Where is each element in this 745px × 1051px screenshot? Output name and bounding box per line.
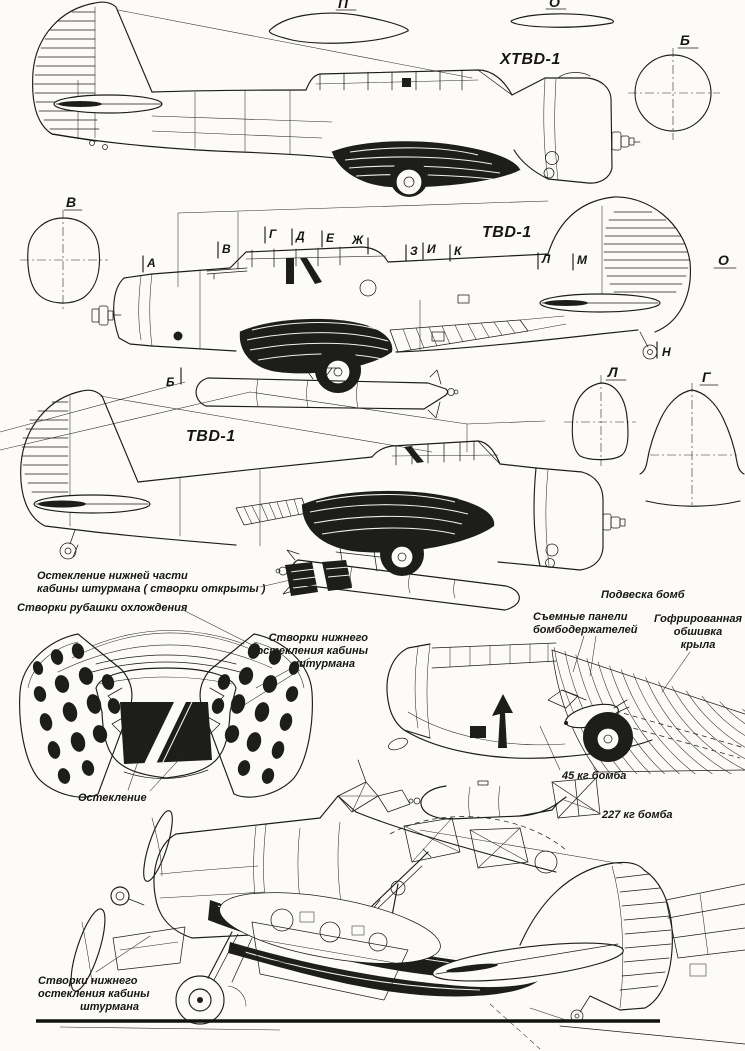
- annotation-nav-glazing: Створки нижнего остекления кабины штурма…: [232, 632, 369, 713]
- station-label-z: З: [410, 244, 418, 258]
- annotation-panels-line1: Съемные панели: [533, 611, 628, 623]
- right-wing: [665, 883, 745, 977]
- machine-gun: [371, 848, 432, 917]
- rudder-stripes-third: [21, 401, 69, 502]
- station-label-b: Б: [166, 375, 175, 389]
- bomb-227kg: 227 кг бомба: [408, 777, 673, 821]
- annotation-cooling-flaps: Створки рубашки охлождения: [17, 602, 263, 651]
- annotation-glazing-text: Остекление: [78, 792, 147, 804]
- station-ticks: [142, 226, 658, 385]
- section-label-o-right: О: [718, 252, 729, 268]
- right-perforated-flap: [199, 633, 313, 798]
- section-label-p: П: [338, 0, 349, 11]
- station-label-l: Л: [541, 252, 551, 266]
- annotation-bomb-mount: Подвеска бомб: [601, 589, 686, 601]
- station-label-k: К: [454, 244, 463, 258]
- annotation-nav-glazing-line1: Створки нижнего: [269, 632, 369, 644]
- torpedo-third: [275, 547, 520, 611]
- annotation-cooling-flaps-text: Створки рубашки охлождения: [17, 602, 188, 614]
- station-label-v: В: [222, 242, 231, 256]
- rudder-stripes-bottom: [615, 873, 672, 991]
- section-p-airfoil: П: [268, 0, 409, 44]
- open-belly-flaps: [285, 560, 352, 596]
- section-label-o-top: О: [549, 0, 560, 10]
- section-o-right-label: О: [713, 252, 737, 269]
- station-label-n: Н: [662, 345, 671, 359]
- section-g-shape: Г: [639, 369, 745, 507]
- annotation-bottom-glazing-line1: Створки нижнего: [38, 975, 138, 987]
- section-b-fuselage-circle: Б: [628, 32, 720, 140]
- rudder-stripes-middle: [603, 211, 690, 293]
- section-v-fuselage: В: [20, 194, 108, 312]
- annotation-glazing: Остекление: [78, 751, 187, 804]
- third-title: TBD-1: [186, 428, 236, 445]
- main-landing-gear: [175, 931, 253, 1025]
- flap-ribs: [402, 320, 516, 351]
- attachment-arrow: [492, 694, 513, 748]
- annotation-bomb227: 227 кг бомба: [601, 809, 673, 821]
- station-label-g: Г: [269, 227, 277, 241]
- annotation-corrugated-line2: обшивка: [674, 626, 723, 638]
- propeller-hub-third: [602, 513, 626, 531]
- annotation-nav-glazing-line2: остекления кабины: [256, 645, 368, 657]
- station-label-d: Д: [295, 229, 305, 243]
- propeller-hub: [611, 131, 641, 151]
- bomb-installation-detail: Подвеска бомб Съемные панели бомбодержат…: [386, 589, 745, 782]
- tbd1-perspective-view: Створки нижнего остекления кабины штурма…: [36, 759, 745, 1050]
- annotation-bottom-glazing-line2: остекления кабины: [38, 988, 150, 1000]
- station-label-m: М: [577, 253, 588, 267]
- top-title: XTBD-1: [499, 51, 561, 68]
- canopy-frames: [319, 69, 463, 91]
- annotation-lower-glazing-line1: Остекление нижней части: [37, 570, 188, 582]
- annotation-corrugated-line3: крыла: [681, 639, 716, 651]
- tbd1-third-side-view: TBD-1: [0, 381, 626, 611]
- station-label-a: А: [146, 256, 156, 270]
- annotation-bottom-glazing-line3: штурмана: [80, 1001, 139, 1013]
- annotation-lower-glazing: Остекление нижней части кабины штурмана …: [37, 570, 300, 595]
- tbd1-middle-side-view: А В Г Д Е Ж З И К Л М Н Б TBD-1 О: [91, 196, 737, 419]
- propeller: [70, 810, 173, 992]
- annotation-panels-line2: бомбодержателей: [533, 624, 638, 636]
- xtbd1-side-view: [32, 1, 641, 197]
- annotation-bottom-glazing: Створки нижнего остекления кабины штурма…: [38, 935, 151, 1013]
- station-label-zh: Ж: [351, 233, 364, 247]
- section-label-v: В: [66, 194, 76, 210]
- section-o-top-airfoil: О: [510, 0, 615, 28]
- annotation-nav-glazing-line3: штурмана: [296, 658, 355, 670]
- station-label-e: Е: [326, 231, 335, 245]
- station-label-i: И: [427, 242, 436, 256]
- section-l-shape: Л: [564, 364, 636, 466]
- left-perforated-flap: [19, 633, 133, 798]
- annotation-lower-glazing-line2: кабины штурмана ( створки открыты ): [37, 583, 266, 595]
- section-label-l: Л: [607, 364, 618, 380]
- section-label-g: Г: [702, 369, 712, 385]
- annotation-bomb45: 45 кг бомба: [561, 770, 626, 782]
- nav-glazing-detail: Остекление: [19, 630, 313, 804]
- middle-title: TBD-1: [482, 224, 532, 241]
- section-label-b: Б: [680, 32, 690, 48]
- annotation-corrugated-line1: Гофрированная: [654, 613, 743, 625]
